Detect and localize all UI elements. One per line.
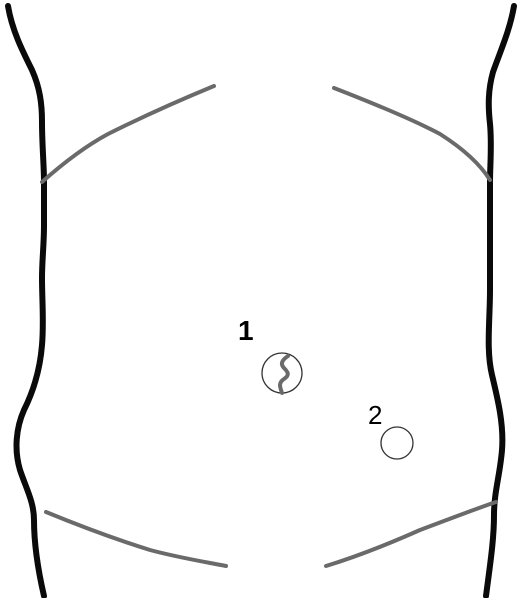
marker-1-label: 1 <box>238 315 254 346</box>
incision-scar-icon <box>280 356 288 393</box>
groin-crease-left <box>46 512 226 566</box>
marker-2-circle <box>381 427 413 459</box>
marker-2-label: 2 <box>368 400 382 430</box>
groin-crease-right <box>326 502 496 566</box>
rib-crease-left <box>42 86 214 182</box>
marker-2: 2 <box>368 400 413 459</box>
marker-1: 1 <box>238 315 302 393</box>
torso-left-outline <box>8 6 44 596</box>
rib-crease-right <box>334 88 490 180</box>
torso-right-outline <box>486 6 514 596</box>
